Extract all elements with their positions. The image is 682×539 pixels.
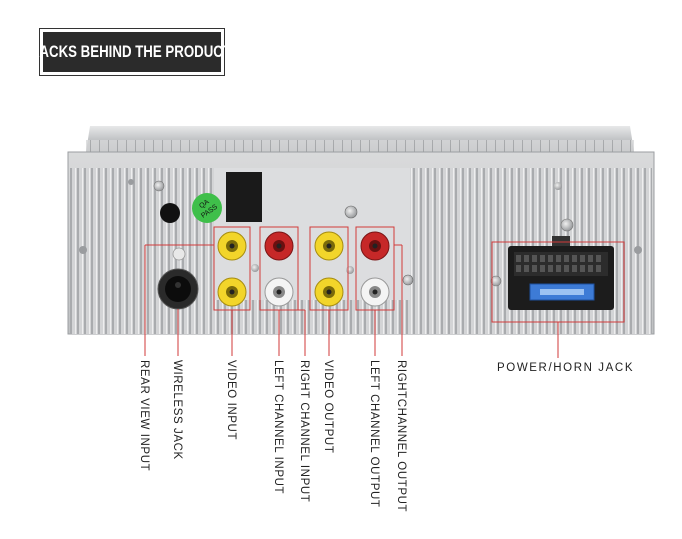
label-video-input: VIDEO INPUT: [225, 360, 237, 441]
rca-video-out-bottom: [314, 277, 344, 307]
screw-icon: [634, 246, 642, 254]
screw-icon: [490, 275, 502, 287]
screw-icon: [346, 266, 354, 274]
badge-line1: QA: [198, 198, 211, 210]
wireless-hole: [172, 247, 186, 261]
label-left-channel-output: LEFT CHANNEL OUTPUT: [368, 360, 380, 508]
screw-icon: [153, 180, 165, 192]
hole-icon: [160, 203, 180, 223]
top-lid-stripes: [86, 140, 634, 152]
fins-left: [70, 168, 216, 334]
screw-icon: [79, 246, 87, 254]
rca-audio-in-top: [264, 231, 294, 261]
qa-pass-badge: QA PASS: [192, 193, 222, 223]
label-right-channel-input: RIGHT CHANNEL INPUT: [298, 360, 310, 503]
rca-video-in-top: [217, 231, 247, 261]
screw-icon: [560, 218, 574, 232]
label-left-channel-input: LEFT CHANNEL INPUT: [272, 360, 284, 495]
screw-icon: [344, 205, 358, 219]
rca-audio-in-bottom: [264, 277, 294, 307]
rear-view-jack-core: [165, 276, 191, 302]
title-box: JACKS BEHIND THE PRODUCT: [33, 28, 231, 76]
fan-slot: [226, 172, 262, 222]
label-wireless-jack: WIRELESS JACK: [171, 360, 183, 460]
power-horn-connector: [508, 236, 614, 310]
screw-icon: [251, 264, 259, 272]
rca-video-in-bottom: [217, 277, 247, 307]
rca-audio-out-top: [360, 231, 390, 261]
label-right-channel-output: RIGHTCHANNEL OUTPUT: [395, 360, 407, 513]
label-rear-view-input: REAR VIEW INPUT: [138, 360, 150, 472]
rca-audio-out-bottom: [360, 277, 390, 307]
label-power-horn-jack: POWER/HORN JACK: [497, 362, 635, 374]
screw-icon: [554, 182, 562, 190]
callouts: [144, 226, 625, 358]
label-video-output: VIDEO OUTPUT: [322, 360, 334, 454]
screw-icon: [402, 274, 414, 286]
screw-icon: [128, 179, 134, 185]
page-title: JACKS BEHIND THE PRODUCT: [32, 42, 232, 61]
title-banner: JACKS BEHIND THE PRODUCT: [33, 32, 231, 72]
rca-video-out-top: [314, 231, 344, 261]
rca-jacks: [217, 231, 390, 307]
